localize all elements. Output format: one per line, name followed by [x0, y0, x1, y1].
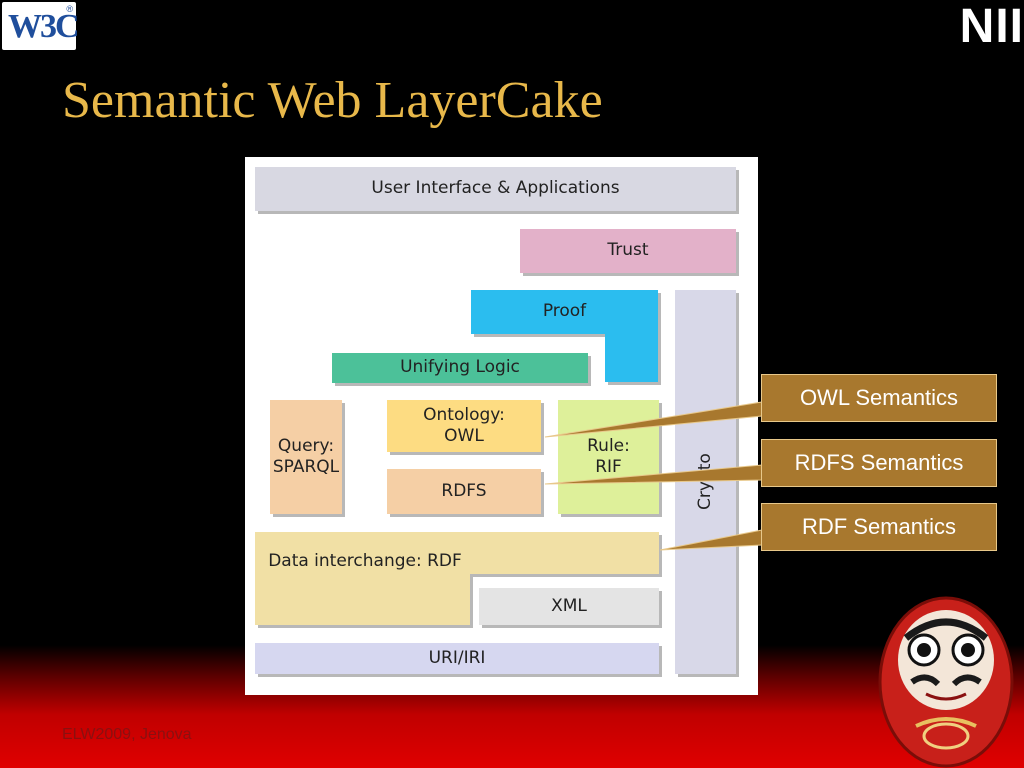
rdfs-leader: [544, 464, 763, 485]
callout-rdfs-semantics: RDFS Semantics: [761, 439, 997, 487]
callout-rdf-semantics: RDF Semantics: [761, 503, 997, 551]
daruma-doll-image: [878, 596, 1014, 768]
nii-logo: NII: [959, 0, 1024, 53]
w3c-registered-mark: ®: [66, 4, 73, 14]
w3c-logo-text: W3C: [8, 8, 80, 45]
layer-trust: Trust: [520, 229, 736, 273]
layer-query-sparql: Query: SPARQL: [270, 400, 342, 514]
layer-uri-iri: URI/IRI: [255, 643, 659, 674]
layer-cake-diagram: User Interface & Applications Trust Proo…: [245, 157, 758, 695]
layer-ontology-owl: Ontology: OWL: [387, 400, 541, 452]
w3c-logo: W3C ®: [2, 2, 80, 50]
layer-xml: XML: [479, 588, 659, 625]
layer-data-interchange-shape: [255, 532, 662, 628]
rdf-leader: [659, 529, 763, 551]
slide-title: Semantic Web LayerCake: [62, 72, 603, 129]
footer-text: ELW2009, Jenova: [62, 726, 192, 743]
layer-unifying-logic: Unifying Logic: [332, 353, 588, 383]
owl-leader: [544, 401, 763, 438]
layer-rule-rif: Rule: RIF: [558, 400, 659, 514]
layer-rdfs: RDFS: [387, 469, 541, 514]
callout-owl-semantics: OWL Semantics: [761, 374, 997, 422]
layer-ui-applications: User Interface & Applications: [255, 167, 736, 211]
layer-crypto: Crypto: [675, 290, 736, 674]
layer-data-interchange: Data interchange: RDF: [268, 551, 462, 571]
layer-proof: Proof: [542, 301, 587, 322]
layer-proof-shape: [471, 290, 661, 385]
